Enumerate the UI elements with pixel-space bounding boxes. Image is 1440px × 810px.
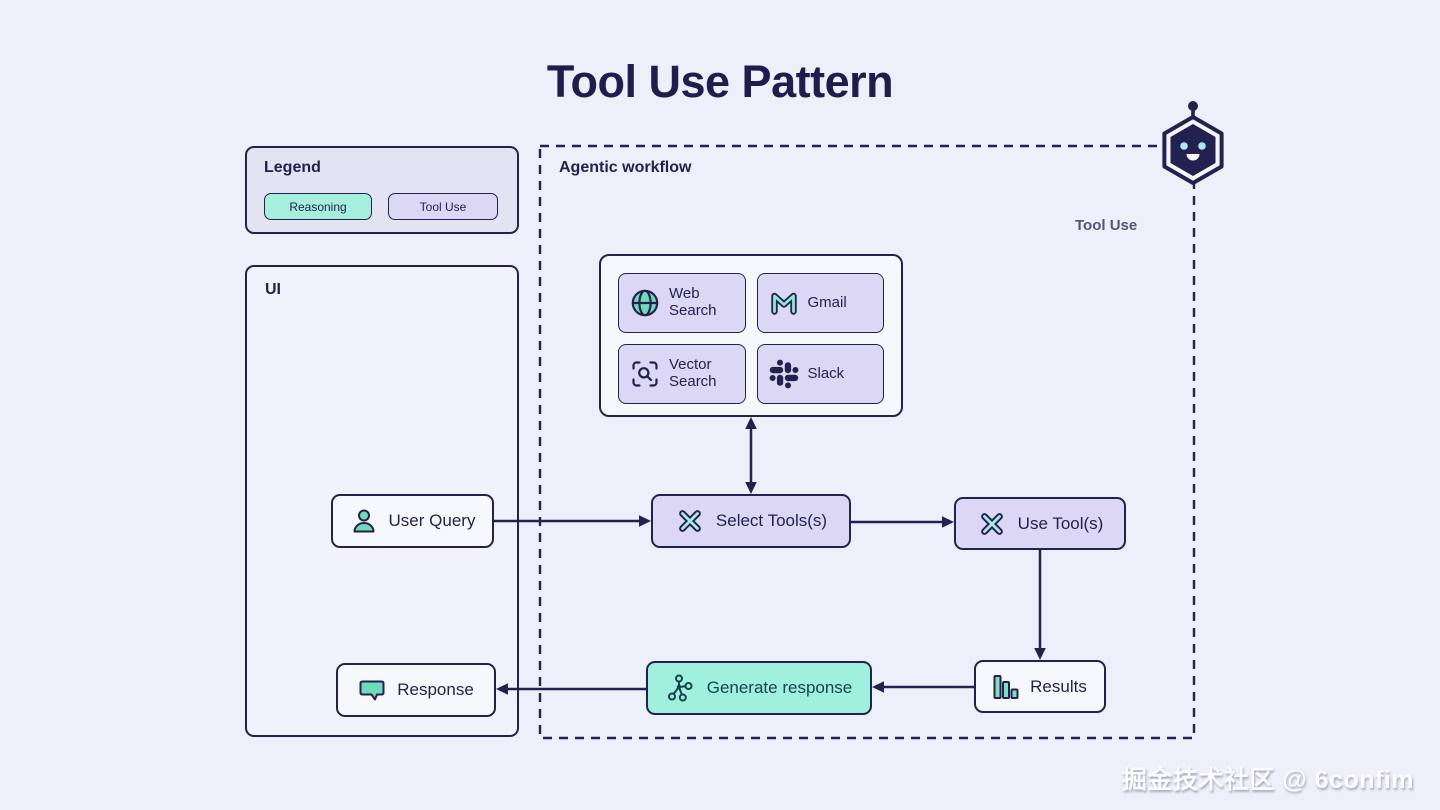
gmail-icon: [770, 292, 797, 315]
user-query-node: User Query: [331, 494, 494, 548]
robot-icon: [1162, 101, 1224, 185]
response-node: Response: [336, 663, 496, 717]
tool-card-gmail: Gmail: [756, 273, 884, 333]
agentic-workflow-heading: Agentic workflow: [559, 159, 692, 176]
crossed-tools-icon: [679, 510, 701, 532]
legend-item-reasoning: Reasoning: [264, 193, 372, 220]
user-icon: [353, 509, 375, 533]
tools-container: Web Search Gmail Vector Search: [599, 254, 903, 417]
results-node: Results: [974, 660, 1106, 713]
page-title: Tool Use Pattern: [546, 56, 894, 107]
generate-response-node: Generate response: [646, 661, 872, 715]
bar-chart-icon: [993, 674, 1019, 699]
vector-search-icon: [632, 361, 658, 387]
tool-card-label: Slack: [807, 364, 845, 382]
legend-item-tool-use: Tool Use: [388, 193, 498, 220]
tool-card-label: Gmail: [807, 293, 847, 311]
speech-bubble-icon: [359, 680, 385, 700]
tool-card-label: Vector Search: [669, 356, 717, 390]
crossed-tools-icon: [980, 512, 1003, 535]
network-icon: [667, 674, 693, 702]
agentic-workflow-panel: Agentic workflow: [540, 146, 1194, 738]
legend-panel: Legend Reasoning Tool Use: [245, 146, 519, 234]
use-tools-node: Use Tool(s): [954, 497, 1126, 550]
node-label: User Query: [388, 511, 476, 530]
globe-icon: [631, 289, 659, 317]
tool-use-section-label: Tool Use: [1075, 217, 1138, 234]
legend-item-label: Reasoning: [289, 199, 347, 214]
node-label: Use Tool(s): [1017, 513, 1104, 533]
slack-icon: [769, 359, 798, 389]
legend-item-label: Tool Use: [419, 199, 467, 214]
node-label: Response: [397, 680, 474, 699]
tool-card-label: Web Search: [669, 285, 717, 319]
legend-heading: Legend: [264, 159, 321, 176]
tool-card-slack: Slack: [756, 344, 884, 404]
node-label: Select Tools(s): [715, 511, 828, 530]
node-label: Results: [1030, 676, 1087, 696]
ui-panel-heading: UI: [265, 281, 281, 298]
tool-card-vector-search: Vector Search: [618, 344, 746, 404]
select-tools-node: Select Tools(s): [651, 494, 851, 548]
node-label: Generate response: [706, 678, 853, 697]
watermark: 掘金技术社区 @ 6confim: [1121, 766, 1414, 794]
tool-card-web-search: Web Search: [618, 273, 746, 333]
